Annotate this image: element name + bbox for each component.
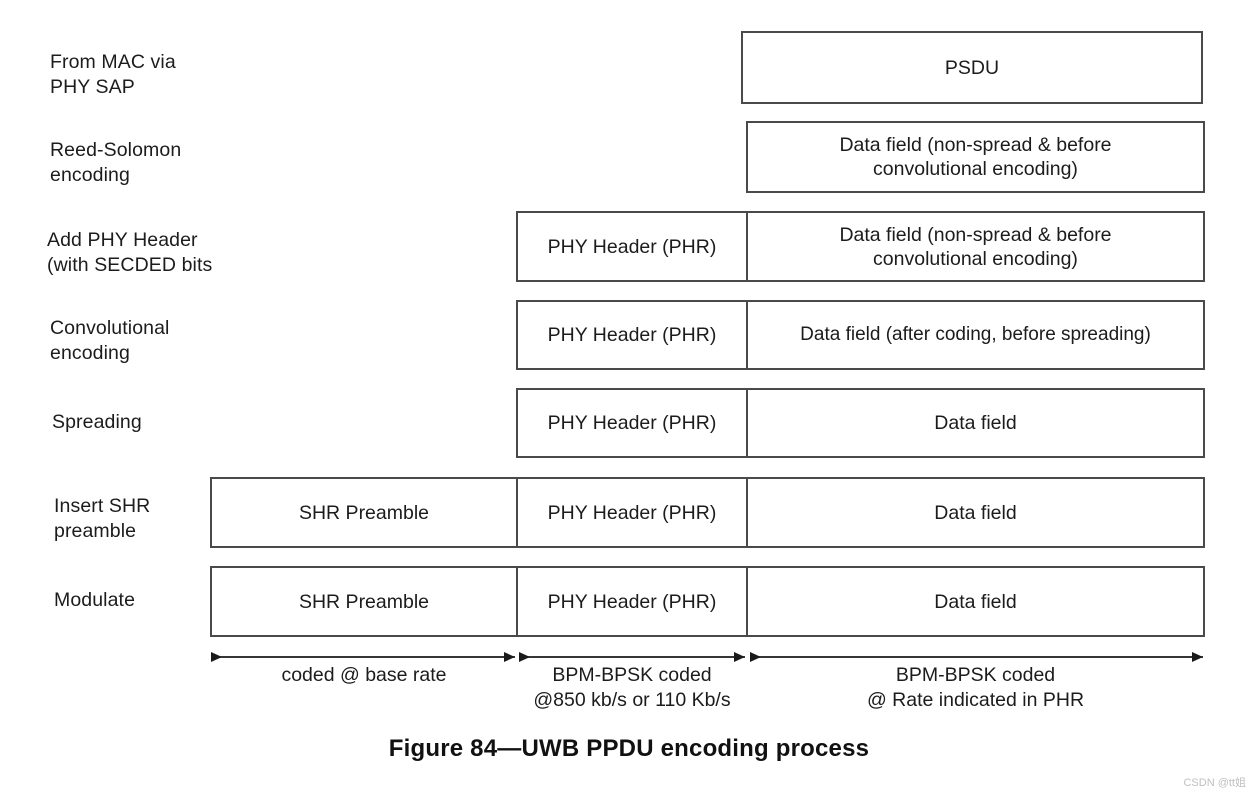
pdu-box-data-field-addphr: Data field (non-spread & before convolut… bbox=[746, 211, 1205, 282]
stage-label-modulate: Modulate bbox=[54, 589, 136, 611]
pdu-box-label: Data field bbox=[934, 590, 1017, 613]
pdu-box-shr-preamble-insert: SHR Preamble bbox=[210, 477, 518, 548]
stage-label-from-mac-via-phy-sap: From MAC via PHY SAP bbox=[50, 51, 176, 98]
figure-caption: Figure 84—UWB PPDU encoding process bbox=[388, 735, 870, 762]
pdu-box-label: SHR Preamble bbox=[298, 501, 430, 524]
pdu-box-label: Data field bbox=[934, 501, 1017, 524]
stage-label-reed-solomon-encoding: Reed-Solomon encoding bbox=[50, 139, 182, 186]
rate-annotation-shr: coded @ base rate bbox=[281, 664, 447, 686]
rate-annotation-data: BPM-BPSK coded @ Rate indicated in PHR bbox=[866, 664, 1085, 711]
pdu-box-data-field-modulate: Data field bbox=[746, 566, 1205, 637]
pdu-box-label: SHR Preamble bbox=[298, 590, 430, 613]
pdu-box-label: PHY Header (PHR) bbox=[547, 590, 717, 613]
rate-annotation-phr: BPM-BPSK coded @850 kb/s or 110 Kb/s bbox=[533, 664, 731, 711]
pdu-box-psdu: PSDU bbox=[741, 31, 1203, 104]
pdu-box-label: Data field bbox=[934, 412, 1017, 434]
pdu-box-label: PHY Header (PHR) bbox=[547, 412, 717, 434]
pdu-box-phy-header-spread: PHY Header (PHR) bbox=[516, 388, 748, 458]
pdu-box-data-field-insert: Data field bbox=[746, 477, 1205, 548]
pdu-box-label: PSDU bbox=[944, 56, 1000, 79]
pdu-box-phy-header-addphr: PHY Header (PHR) bbox=[516, 211, 748, 282]
pdu-box-label: PHY Header (PHR) bbox=[547, 324, 717, 346]
pdu-box-phy-header-modulate: PHY Header (PHR) bbox=[516, 566, 748, 637]
pdu-box-data-field-spread: Data field bbox=[746, 388, 1205, 458]
stage-label-spreading: Spreading bbox=[52, 411, 142, 433]
pdu-box-data-field-conv: Data field (after coding, before spreadi… bbox=[746, 300, 1205, 370]
pdu-box-phy-header-conv: PHY Header (PHR) bbox=[516, 300, 748, 370]
stage-label-add-phy-header: Add PHY Header (with SECDED bits bbox=[47, 229, 213, 276]
pdu-box-label: Data field (after coding, before spreadi… bbox=[800, 324, 1151, 345]
watermark: CSDN @tt姐 bbox=[1183, 777, 1246, 789]
pdu-box-label: Data field (non-spread & before convolut… bbox=[839, 134, 1112, 180]
pdu-box-label: PHY Header (PHR) bbox=[547, 235, 717, 258]
pdu-box-label: Data field (non-spread & before convolut… bbox=[839, 223, 1112, 270]
pdu-box-shr-preamble-modulate: SHR Preamble bbox=[210, 566, 518, 637]
stage-label-insert-shr-preamble: Insert SHR preamble bbox=[54, 495, 151, 542]
stage-label-convolutional-encoding: Convolutional encoding bbox=[50, 317, 170, 364]
pdu-box-data-field-rs: Data field (non-spread & before convolut… bbox=[746, 121, 1205, 193]
pdu-box-phy-header-insert: PHY Header (PHR) bbox=[516, 477, 748, 548]
pdu-box-label: PHY Header (PHR) bbox=[547, 501, 717, 524]
